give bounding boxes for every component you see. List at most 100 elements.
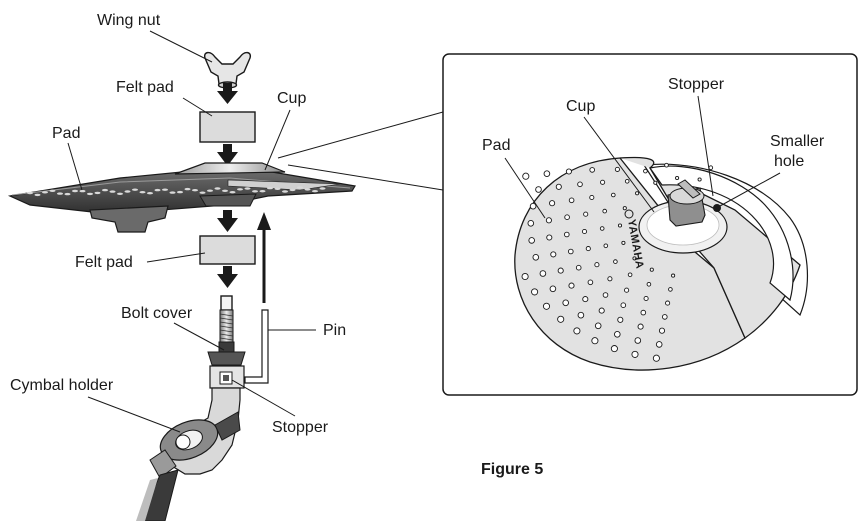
detail-pad-hole bbox=[546, 234, 553, 241]
detail-pad-hole bbox=[529, 202, 537, 210]
label-cymbal-holder: Cymbal holder bbox=[10, 377, 114, 394]
detail-pad-hole bbox=[585, 246, 591, 252]
pad-hole bbox=[132, 188, 138, 191]
pad-hole bbox=[319, 187, 326, 190]
detail-pad-hole bbox=[594, 322, 602, 330]
detail-pad-hole bbox=[631, 350, 639, 358]
arrow-down-3 bbox=[217, 210, 238, 232]
detail-pad-hole bbox=[662, 314, 668, 320]
detail-pad-hole bbox=[602, 292, 609, 298]
detail-pad-hole bbox=[549, 285, 557, 293]
detail-pad-hole bbox=[543, 170, 551, 177]
detail-pad-hole bbox=[617, 223, 623, 228]
detail-pad-hole bbox=[557, 315, 565, 323]
detail-pad-hole bbox=[532, 253, 540, 261]
detail-pad-hole bbox=[635, 191, 640, 196]
detail-pad-hole bbox=[622, 206, 627, 211]
detail-label-smaller-hole-1: Smaller bbox=[770, 133, 825, 150]
pad-hole bbox=[237, 188, 243, 191]
detail-pad-hole bbox=[598, 307, 605, 314]
label-pad: Pad bbox=[52, 125, 80, 142]
arrow-down-4 bbox=[217, 266, 238, 288]
pad-hole bbox=[304, 188, 311, 191]
label-cup: Cup bbox=[277, 90, 306, 107]
detail-pad-hole bbox=[564, 231, 570, 238]
detail-pad-hole bbox=[531, 288, 539, 296]
pad-hole bbox=[252, 190, 258, 193]
label-felt-pad-top: Felt pad bbox=[116, 79, 174, 96]
detail-pad-hole bbox=[521, 272, 529, 281]
label-pin: Pin bbox=[323, 322, 346, 339]
pad-hole bbox=[147, 192, 153, 195]
detail-pad-hole bbox=[664, 162, 669, 168]
pad-hole bbox=[177, 190, 183, 194]
pad-hole bbox=[244, 187, 251, 190]
detail-pad-hole bbox=[649, 267, 654, 272]
detail-pad-hole bbox=[614, 330, 621, 338]
bolt bbox=[219, 295, 234, 343]
detail-pad-hole bbox=[675, 175, 680, 181]
pad-hole bbox=[87, 192, 93, 196]
detail-pad-hole bbox=[589, 194, 595, 201]
detail-pad-hole bbox=[655, 341, 663, 348]
detail-pad-hole bbox=[653, 180, 658, 185]
detail-label-cup: Cup bbox=[566, 98, 595, 115]
detail-pad-hole bbox=[535, 186, 542, 193]
detail-pad-hole bbox=[550, 251, 557, 258]
detail-pad-hole bbox=[545, 217, 552, 224]
detail-pad-hole bbox=[577, 311, 585, 319]
detail-pad-hole bbox=[568, 282, 575, 289]
detail-pad-hole bbox=[617, 316, 624, 323]
detail-pad-hole bbox=[528, 237, 536, 244]
detail-pad-hole bbox=[549, 200, 556, 207]
label-wing-nut: Wing nut bbox=[97, 12, 161, 29]
pad-hole bbox=[72, 189, 78, 193]
detail-pad-hole bbox=[522, 172, 530, 180]
detail-pad-hole bbox=[646, 281, 652, 287]
detail-pad-hole bbox=[602, 208, 608, 214]
detail-pad-hole bbox=[542, 302, 551, 310]
pad-hole bbox=[169, 191, 176, 194]
pad-hole bbox=[64, 192, 71, 196]
detail-pad-hole bbox=[600, 179, 606, 185]
callout-line-top bbox=[277, 111, 444, 159]
arrow-up-pin bbox=[257, 212, 271, 303]
pad-hole bbox=[222, 189, 228, 192]
detail-pad-hole bbox=[557, 267, 564, 274]
detail-stopper bbox=[667, 179, 721, 227]
detail-pad-hole bbox=[614, 166, 620, 172]
bolt-cover bbox=[207, 341, 246, 366]
callout-line-bottom bbox=[287, 164, 444, 191]
pad-hole bbox=[267, 186, 273, 190]
pad-hole bbox=[192, 189, 198, 192]
pad-hole bbox=[94, 191, 101, 195]
detail-pad-hole bbox=[527, 219, 535, 227]
detail-pad-hole bbox=[671, 273, 676, 278]
detail-pad-hole bbox=[668, 287, 673, 292]
detail-pad-hole bbox=[573, 327, 581, 335]
pad-hole bbox=[27, 191, 33, 195]
detail-pad-hole bbox=[555, 183, 562, 190]
detail-pad-hole bbox=[708, 165, 714, 170]
detail-pad-hole bbox=[610, 345, 618, 353]
arrow-down-2 bbox=[217, 144, 238, 166]
detail-pad-hole bbox=[577, 181, 583, 188]
detail-pad-hole bbox=[581, 228, 588, 235]
detail-label-stopper: Stopper bbox=[668, 76, 725, 93]
detail-pad-hole bbox=[643, 295, 649, 302]
detail-pad-hole bbox=[587, 279, 594, 286]
detail-pad-hole bbox=[582, 296, 589, 303]
pad-hole bbox=[109, 190, 116, 193]
detail-pad-hole bbox=[607, 276, 613, 282]
arrow-down-1 bbox=[217, 83, 238, 104]
wing-nut bbox=[203, 51, 252, 89]
pad-hole bbox=[162, 188, 168, 191]
detail-pad-hole bbox=[562, 299, 570, 307]
detail-pad-hole bbox=[652, 354, 660, 362]
pad-hole bbox=[102, 188, 108, 192]
detail-pad-hole bbox=[637, 323, 644, 330]
detail-pad-hole bbox=[632, 256, 637, 261]
felt-pad-bottom bbox=[199, 235, 256, 265]
detail-pad-hole bbox=[568, 248, 574, 255]
